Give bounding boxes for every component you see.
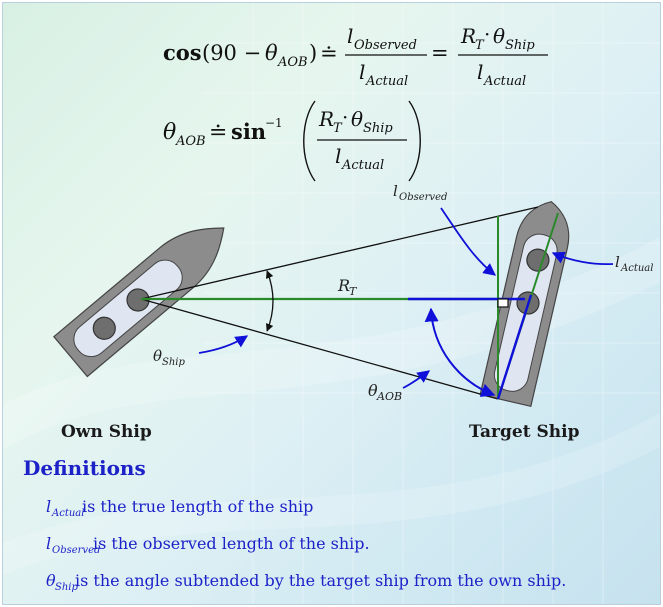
eq1-rhs-den-l: l [477, 60, 483, 84]
theta-ship-label-sub: Ship [162, 357, 185, 368]
range-label: R [337, 276, 350, 295]
definitions: Definitions l Actual is the true length … [23, 456, 566, 593]
theta-ship-pointer [198, 335, 249, 354]
l-actual-label-sub: Actual [620, 263, 653, 274]
eq1-lhs-den-sub: Actual [365, 74, 408, 89]
theta-aob-pointer [402, 370, 431, 389]
equation-1: cos (90 − θ AOB ) ≐ l Observed l Actual … [163, 22, 548, 89]
own-ship-deck [73, 259, 183, 358]
eq1-theta-sub: AOB [277, 55, 308, 70]
eq2-right-paren [408, 100, 421, 182]
l-observed-label: l [393, 182, 398, 200]
l-observed-pointer [440, 207, 496, 276]
pointer-arrows [198, 207, 614, 389]
eq1-approx: ≐ [320, 41, 338, 65]
theta-aob-label: θ [368, 381, 378, 400]
definition-item: θ Ship is the angle subtended by the tar… [46, 571, 566, 593]
definition-item: l Observed is the observed length of the… [46, 534, 370, 556]
eq2-sup: −1 [265, 116, 283, 130]
eq1-arg-close: ) [309, 41, 317, 65]
own-ship-label: Own Ship [61, 422, 152, 442]
sight-line-top [140, 206, 539, 300]
eq2-sin: sin [231, 119, 266, 144]
eq1-lhs-num-l: l [347, 24, 353, 48]
eq2-approx: ≐ [209, 120, 227, 145]
theta-ship-arc [265, 270, 274, 332]
eq1-rhs-num-theta: θ [493, 24, 505, 48]
definition-symbol-sub: Actual [51, 508, 84, 519]
own-ship [53, 227, 225, 378]
definition-symbol: l [46, 497, 51, 516]
eq1-theta: θ [265, 41, 278, 65]
target-ship-label: Target Ship [469, 422, 580, 442]
eq1-lhs-num-sub: Observed [354, 38, 417, 53]
definition-symbol: l [46, 534, 51, 553]
range-label-sub: T [349, 285, 358, 298]
eq2-num-theta-sub: Ship [363, 121, 393, 136]
eq1-rhs-num-dot: · [484, 22, 490, 46]
definition-symbol-sub: Observed [52, 545, 100, 556]
definition-symbol-sub: Ship [55, 582, 78, 593]
diagram-labels: l Observed l Actual R T θ Ship θ AOB Own… [61, 182, 653, 442]
theta-aob-arc [424, 307, 496, 397]
eq1-lhs-den-l: l [359, 60, 365, 84]
l-observed-label-sub: Observed [399, 192, 447, 203]
eq2-num-theta: θ [351, 107, 363, 131]
geometry-lines [140, 206, 559, 400]
l-actual-label: l [615, 253, 620, 271]
definitions-title: Definitions [23, 456, 146, 480]
theta-aob-label-sub: AOB [376, 390, 402, 403]
definition-item: l Actual is the true length of the ship [46, 497, 313, 519]
eq2-num-Rsub: T [333, 121, 343, 136]
l-actual-pointer [551, 251, 614, 266]
eq1-arg-open: (90 − [202, 41, 261, 65]
target-ship-turret-front [526, 248, 550, 272]
right-angle-marker [497, 298, 509, 308]
eq2-num-R: R [318, 107, 334, 131]
eq1-rhs-num-R: R [460, 24, 476, 48]
definition-symbol: θ [46, 571, 56, 590]
eq1-cos: cos [163, 40, 202, 65]
definition-text: is the true length of the ship [82, 497, 313, 516]
eq2-theta-sub: AOB [175, 134, 206, 149]
definition-text: is the observed length of the ship. [93, 534, 370, 553]
eq1-equals: = [431, 41, 449, 65]
eq2-left-paren [303, 100, 316, 182]
aob-diagram: cos (90 − θ AOB ) ≐ l Observed l Actual … [3, 3, 660, 604]
eq2-num-dot: · [342, 105, 348, 129]
eq2-theta: θ [163, 120, 176, 145]
eq1-rhs-num-Rsub: T [475, 38, 485, 53]
equation-2: θ AOB ≐ sin −1 R T · θ Ship l Actual [163, 100, 421, 182]
eq1-rhs-den-sub: Actual [483, 74, 526, 89]
theta-ship-label: θ [153, 347, 162, 365]
aob-line-ship [496, 294, 533, 400]
definition-text: is the angle subtended by the target shi… [75, 571, 566, 590]
own-ship-turret-rear [92, 316, 116, 340]
eq2-den-sub: Actual [341, 158, 384, 173]
eq2-den-l: l [335, 144, 341, 168]
own-ship-turret-front [126, 288, 150, 312]
eq1-rhs-num-theta-sub: Ship [505, 38, 535, 53]
